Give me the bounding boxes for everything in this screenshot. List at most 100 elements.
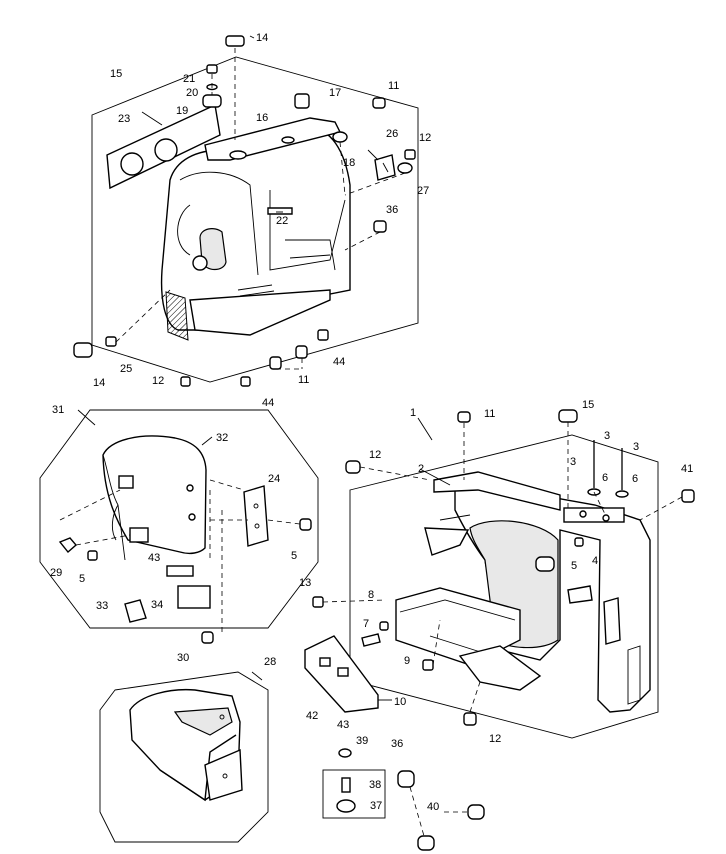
label-20: 20 <box>186 87 198 99</box>
label-36-bottom: 36 <box>391 738 403 750</box>
label-6-left: 6 <box>602 472 608 484</box>
label-12-top: 12 <box>419 132 431 144</box>
lower-bed <box>395 587 521 666</box>
plate-slot-left <box>319 657 331 667</box>
label-19: 19 <box>176 105 188 117</box>
label-43 <box>166 565 194 577</box>
screw-12-top <box>404 149 416 160</box>
label-9: 9 <box>404 655 410 667</box>
screw-30 <box>201 631 214 644</box>
foot-37 <box>336 799 356 813</box>
spring-7 <box>361 633 381 647</box>
screw-44-left <box>240 376 251 387</box>
face-cover-assembly <box>39 409 319 644</box>
kit-box <box>322 769 386 819</box>
top-frame-2 <box>433 471 561 511</box>
screw-5-right <box>299 518 312 531</box>
bracket-33 <box>124 599 147 623</box>
bracket-22 <box>267 207 293 215</box>
label-12-right: 12 <box>369 449 381 461</box>
label-11-bottom: 11 <box>298 374 309 386</box>
foot-40c <box>417 835 435 851</box>
foot-12 <box>463 712 477 726</box>
label-21: 21 <box>183 73 195 85</box>
label-15-right: 15 <box>582 399 594 411</box>
plate-slot-right <box>337 667 349 677</box>
label-26: 26 <box>386 128 398 140</box>
screw-11-top <box>372 97 386 109</box>
label-17: 17 <box>329 87 341 99</box>
label-28: 28 <box>264 656 276 668</box>
label-7: 7 <box>363 618 369 630</box>
cover-base-plate <box>189 289 331 336</box>
label-42: 42 <box>306 710 318 722</box>
label-12-front-foot: 12 <box>489 733 501 745</box>
screw-5-left <box>87 550 98 561</box>
label-5-center: 5 <box>571 560 577 572</box>
label-4: 4 <box>592 555 598 567</box>
nut-27 <box>397 162 413 174</box>
foot-kit-assembly <box>322 748 485 851</box>
foot-11b <box>295 345 308 359</box>
label-12-bottom: 12 <box>152 375 164 387</box>
dial-window-2 <box>154 138 178 162</box>
dial-window-1 <box>120 152 144 176</box>
screw-21 <box>206 64 218 74</box>
hinge-plate-24 <box>243 485 269 547</box>
knob-boss <box>192 255 208 271</box>
foot-40a <box>397 770 415 788</box>
label-27: 27 <box>417 185 429 197</box>
foot-11a <box>269 356 282 370</box>
grommet-18 <box>332 131 348 143</box>
label-36-top: 36 <box>386 204 398 216</box>
clip-upper <box>118 475 134 489</box>
label-14-bottom: 14 <box>93 377 105 389</box>
label-11-top: 11 <box>388 80 399 92</box>
clip-lower <box>129 527 149 543</box>
label-24: 24 <box>268 473 280 485</box>
label-10: 10 <box>394 696 406 708</box>
label-43-center: 43 <box>337 719 349 731</box>
label-40: 40 <box>427 801 439 813</box>
foot-40b <box>467 804 485 820</box>
label-3-left: 3 <box>570 456 576 468</box>
label-29: 29 <box>50 567 62 579</box>
base-flap <box>458 645 542 691</box>
label-14-top: 14 <box>256 32 268 44</box>
label-34: 34 <box>151 599 163 611</box>
label-25: 25 <box>120 363 132 375</box>
label-3-top: 3 <box>604 430 610 442</box>
label-11-right: 11 <box>484 408 495 420</box>
part-number-labels: 14 15 21 20 19 23 16 17 11 18 26 12 27 2… <box>50 32 693 813</box>
label-23: 23 <box>118 113 130 125</box>
rear-cover-assembly <box>73 35 419 387</box>
nut-9 <box>422 659 434 671</box>
label-30: 30 <box>177 652 189 664</box>
nut-12-right <box>345 460 361 474</box>
label-32: 32 <box>216 432 228 444</box>
group-boundary-28 <box>99 671 269 843</box>
label-33: 33 <box>96 600 108 612</box>
label-5-right: 5 <box>291 550 297 562</box>
washer-6-right <box>615 490 629 498</box>
label-43-left: 43 <box>148 552 160 564</box>
accessory-box-assembly <box>99 671 269 843</box>
cap-14-top <box>225 35 245 47</box>
screw-41 <box>681 489 695 503</box>
label-5-left: 5 <box>79 573 85 585</box>
screw-38 <box>341 777 351 793</box>
screw-8 <box>379 621 389 631</box>
label-16: 16 <box>256 112 268 124</box>
roller <box>535 556 555 572</box>
cap-15-right <box>558 409 578 423</box>
label-37: 37 <box>370 800 382 812</box>
screw-25 <box>105 336 117 347</box>
screw-13 <box>312 596 324 608</box>
knob-17 <box>294 93 310 109</box>
cap-14-bottom <box>73 342 93 358</box>
screw-12-bottom <box>180 376 191 387</box>
rear-cover-body <box>160 127 351 331</box>
label-22: 22 <box>276 215 288 227</box>
group-boundary-31 <box>39 409 319 629</box>
label-34 <box>177 585 211 609</box>
